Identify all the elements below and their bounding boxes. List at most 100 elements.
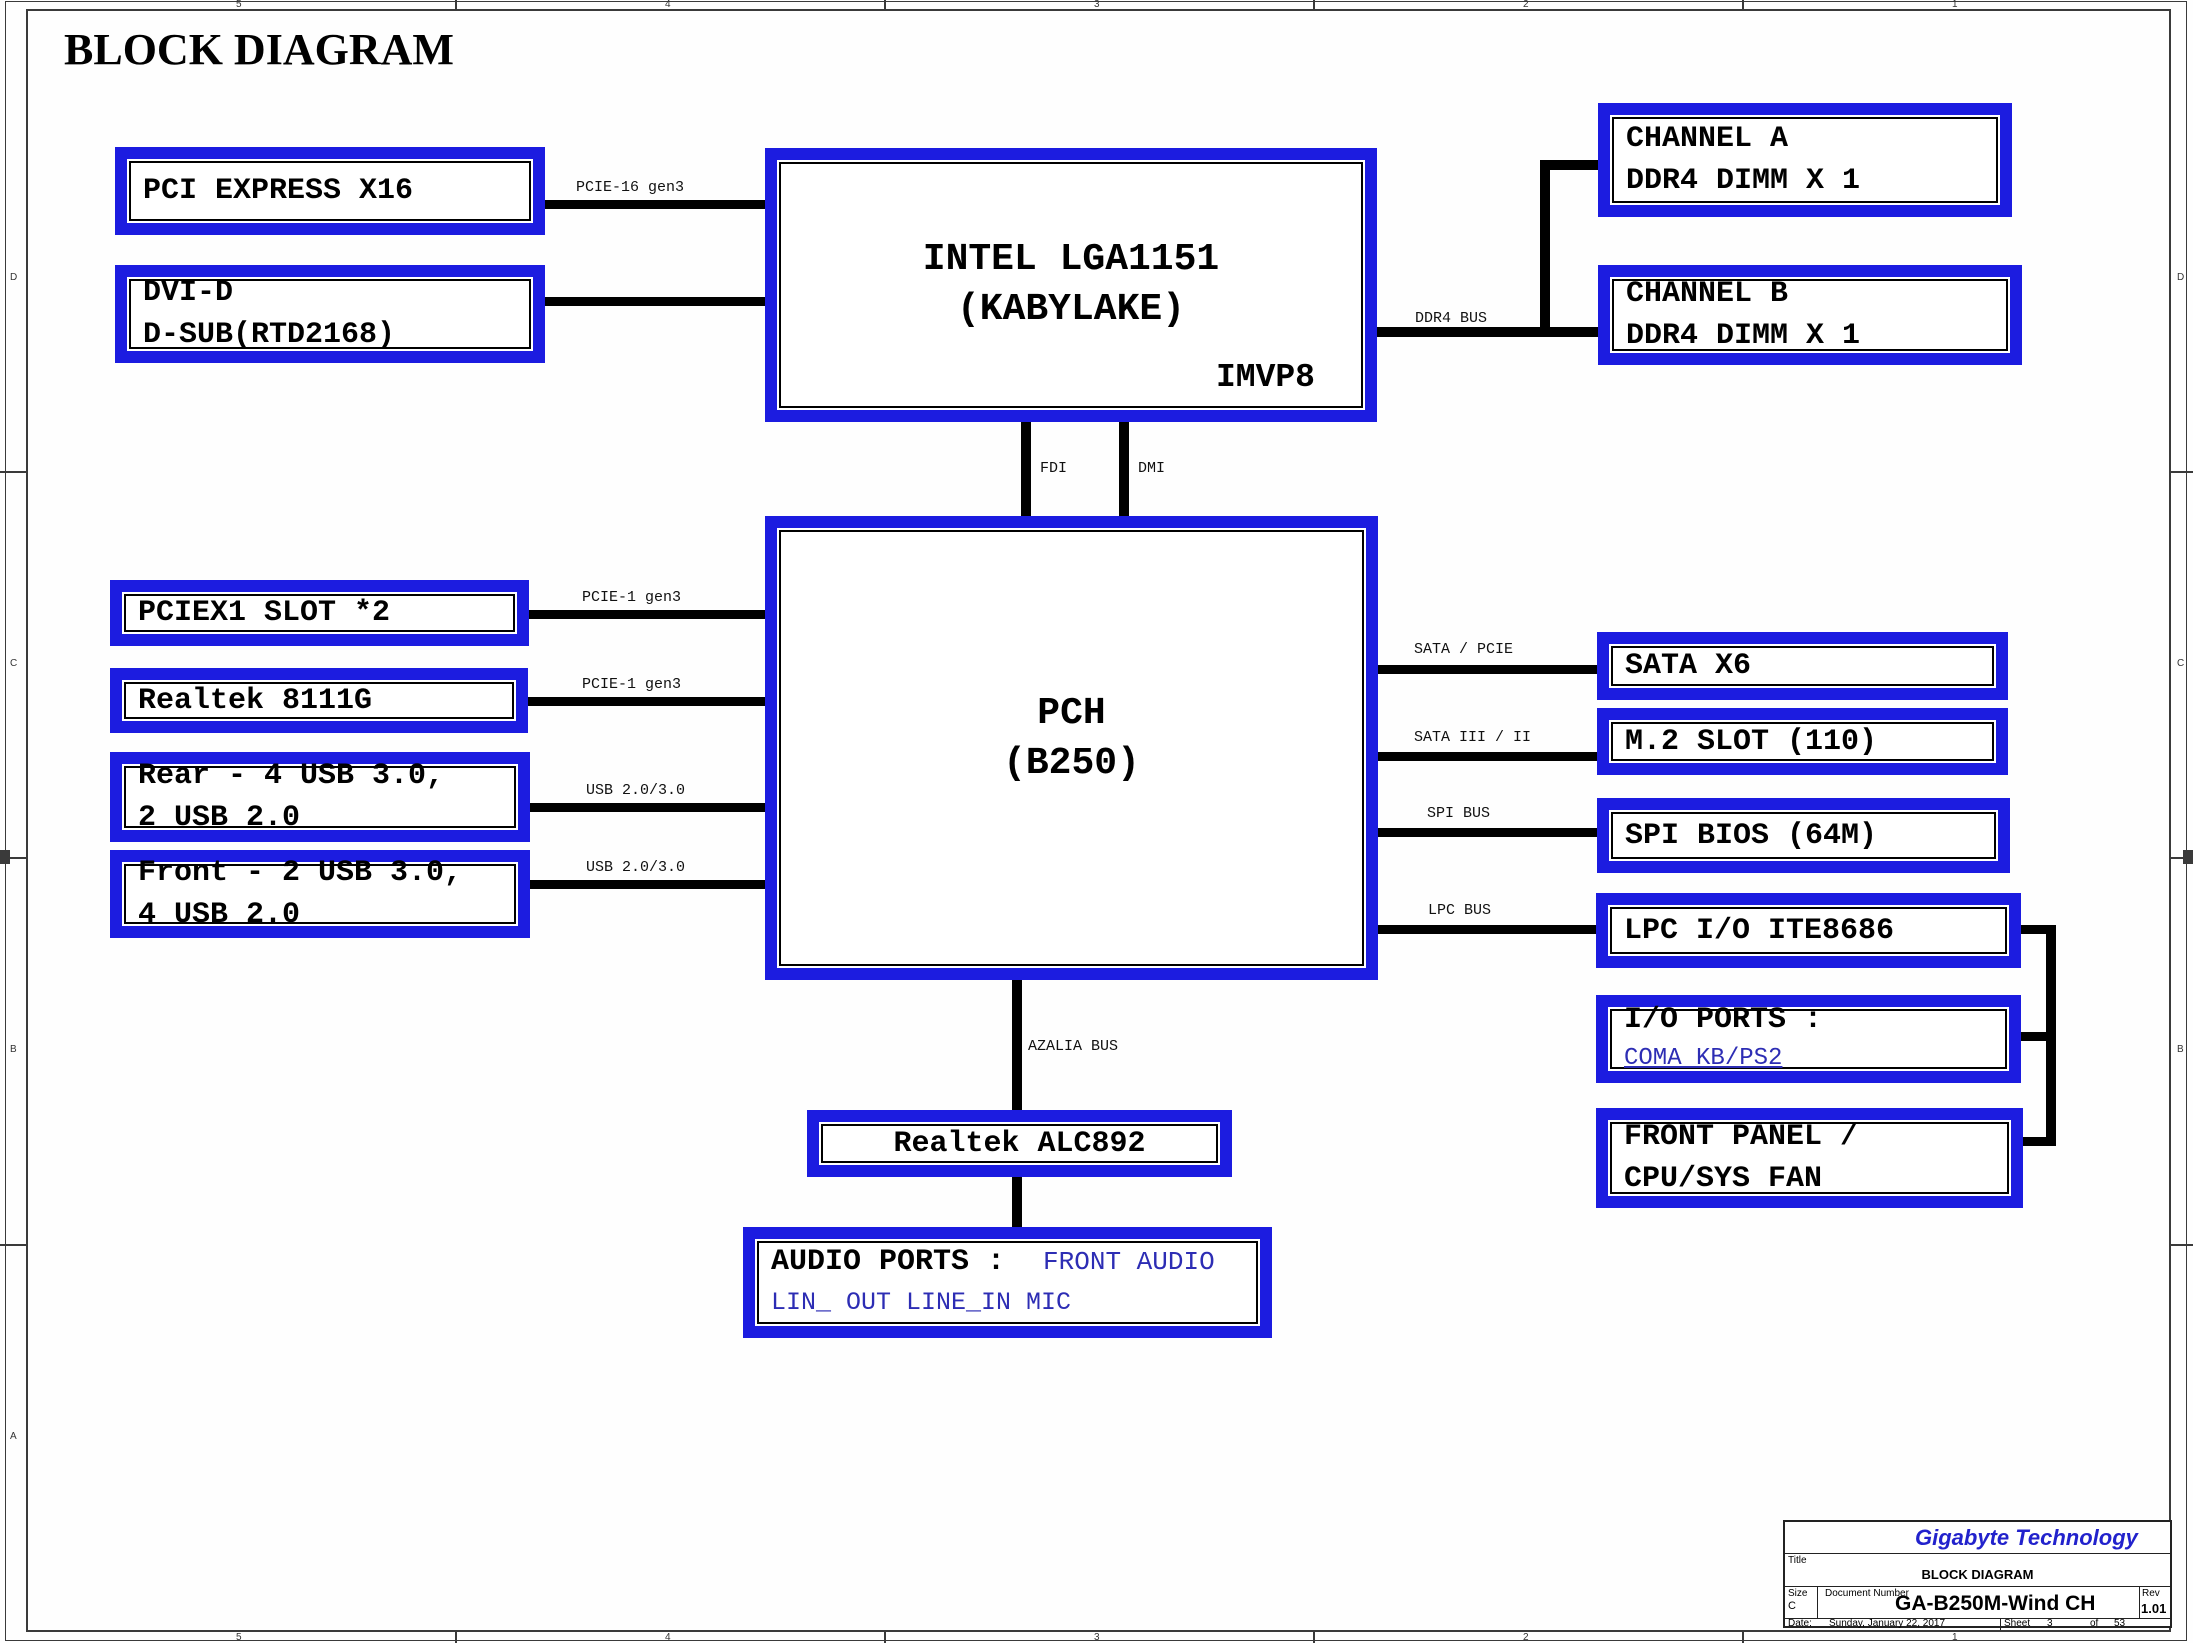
box-pciex1-slot: PCIEX1 SLOT *2 [110,580,529,646]
title-block-title-row: Title BLOCK DIAGRAM [1785,1554,2170,1587]
bus-line-azalia-1 [1012,975,1022,1115]
size-value: C [1788,1600,1796,1612]
bus-label-spi: SPI BUS [1427,805,1491,822]
box-pci-express-x16: PCI EXPRESS X16 [115,147,545,235]
box-io-ports-label: I/O PORTS : COMA KB/PS2 [1608,1002,2009,1077]
box-dvi-dsub: DVI-D D-SUB(RTD2168) [115,265,545,363]
box-channel-a: CHANNEL A DDR4 DIMM X 1 [1598,103,2012,217]
zone-letter: D [2177,272,2185,283]
tick-bottom-3 [1313,1632,1315,1643]
zone-letter: B [2177,1044,2184,1055]
io-ports-detail: COMA KB/PS2 [1624,1044,1783,1072]
rev-divider [2139,1587,2140,1619]
tick-left-3 [0,1244,26,1246]
outer-border [5,1,2187,1641]
bus-line-azalia-2 [1012,1172,1022,1232]
rev-label: Rev [2142,1588,2160,1599]
bus-label-sata-iii: SATA III / II [1414,729,1532,746]
bus-line-lpc-bracket-top [2016,925,2056,934]
audio-ports-title: AUDIO PORTS : [771,1245,1006,1279]
zone-number: 2 [1523,0,1529,10]
box-front-usb-label: Front - 2 USB 3.0, 4 USB 2.0 [138,856,463,932]
box-realtek-8111g: Realtek 8111G [110,668,528,733]
edge-marker-left [0,850,10,864]
bus-line-sata-iii [1372,752,1602,761]
io-ports-title: I/O PORTS : [1624,1002,1823,1037]
zone-letter: D [10,272,18,283]
box-io-ports: I/O PORTS : COMA KB/PS2 [1596,995,2021,1083]
bus-label-sata-pcie: SATA / PCIE [1414,641,1514,658]
inner-border [26,9,2171,1632]
bus-line-lan [525,697,770,706]
sheet-number: 3 [2047,1618,2053,1629]
bus-line-io-ports [2016,1032,2056,1041]
rev-value: 1.01 [2141,1601,2167,1616]
zone-number: 5 [236,0,242,10]
bus-label-usb-rear: USB 2.0/3.0 [586,782,686,799]
tick-bottom-4 [1742,1632,1744,1643]
bus-line-usb-front [525,880,770,889]
box-rear-usb: Rear - 4 USB 3.0, 2 USB 2.0 [110,752,530,842]
title-block: Gigabyte Technology Title BLOCK DIAGRAM … [1783,1520,2172,1630]
zone-number: 3 [1094,0,1100,10]
box-lpc-io-label: LPC I/O ITE8686 [1624,913,1895,948]
box-pciex1-slot-label: PCIEX1 SLOT *2 [138,596,391,630]
bus-line-pciex1 [525,610,770,619]
zone-number: 5 [236,1632,242,1643]
sheet-of-label: of [2090,1618,2099,1629]
bus-line-spi [1372,828,1602,837]
title-block-company-row: Gigabyte Technology [1785,1522,2170,1554]
box-m2-slot-label: M.2 SLOT (110) [1625,724,1878,759]
bus-label-dmi: DMI [1138,460,1166,477]
box-audio-ports-label: AUDIO PORTS :FRONT AUDIO LIN_ OUT LINE_I… [755,1242,1260,1323]
box-realtek-8111g-label: Realtek 8111G [138,683,373,718]
sheet-total: 53 [2114,1618,2126,1629]
bus-label-lpc: LPC BUS [1428,902,1492,919]
box-sata-x6: SATA X6 [1597,632,2008,700]
bus-label-pcie1-b: PCIE-1 gen3 [582,676,682,693]
size-divider [1817,1587,1818,1619]
bus-label-azalia: AZALIA BUS [1028,1038,1119,1055]
box-lpc-io: LPC I/O ITE8686 [1596,893,2021,968]
tick-left-2 [0,857,26,859]
bus-label-ddr4: DDR4 BUS [1415,310,1488,327]
box-front-usb: Front - 2 USB 3.0, 4 USB 2.0 [110,850,530,938]
bus-line-front-panel [2018,1137,2056,1146]
audio-front-label: FRONT AUDIO [1043,1247,1215,1277]
box-front-panel-label: FRONT PANEL / CPU/SYS FAN [1624,1120,1859,1196]
box-alc892: Realtek ALC892 [807,1110,1232,1177]
tick-top-2 [884,0,886,10]
box-pci-express-x16-label: PCI EXPRESS X16 [143,174,414,208]
box-front-panel: FRONT PANEL / CPU/SYS FAN [1596,1108,2023,1208]
box-intel-lga1151-label: INTEL LGA1151 (KABYLAKE) [922,238,1220,331]
bus-line-fdi [1021,418,1031,520]
zone-number: 1 [1952,1632,1958,1643]
tick-right-3 [2171,1244,2193,1246]
box-rear-usb-label: Rear - 4 USB 3.0, 2 USB 2.0 [138,759,445,835]
tick-right-1 [2171,471,2193,473]
bus-label-usb-front: USB 2.0/3.0 [586,859,686,876]
zone-letter: B [10,1044,17,1055]
box-sata-x6-label: SATA X6 [1625,649,1752,683]
zone-number: 4 [665,1632,671,1643]
page-title: BLOCK DIAGRAM [64,25,454,74]
zone-letter: C [2177,658,2185,669]
bus-line-usb-rear [525,803,770,812]
zone-number: 3 [1094,1632,1100,1643]
title-block-doc-row: Size C Document Number GA-B250M-Wind CH … [1785,1587,2170,1619]
sheet-title: BLOCK DIAGRAM [1921,1567,2034,1582]
box-spi-bios: SPI BIOS (64M) [1597,798,2010,873]
bus-label-fdi: FDI [1040,460,1068,477]
company-name: Gigabyte Technology [1915,1525,2138,1550]
bus-label-pcie1-a: PCIE-1 gen3 [582,589,682,606]
tick-bottom-2 [884,1632,886,1643]
bus-line-ddr4-trunk [1540,160,1550,337]
tick-top-3 [1313,0,1315,10]
bus-line-pcie16 [533,200,773,209]
bus-line-sata [1372,665,1602,674]
zone-letter: A [10,1431,17,1442]
box-m2-slot: M.2 SLOT (110) [1597,708,2008,775]
doc-number-value: GA-B250M-Wind CH [1895,1592,2096,1615]
box-channel-b: CHANNEL B DDR4 DIMM X 1 [1598,265,2022,365]
